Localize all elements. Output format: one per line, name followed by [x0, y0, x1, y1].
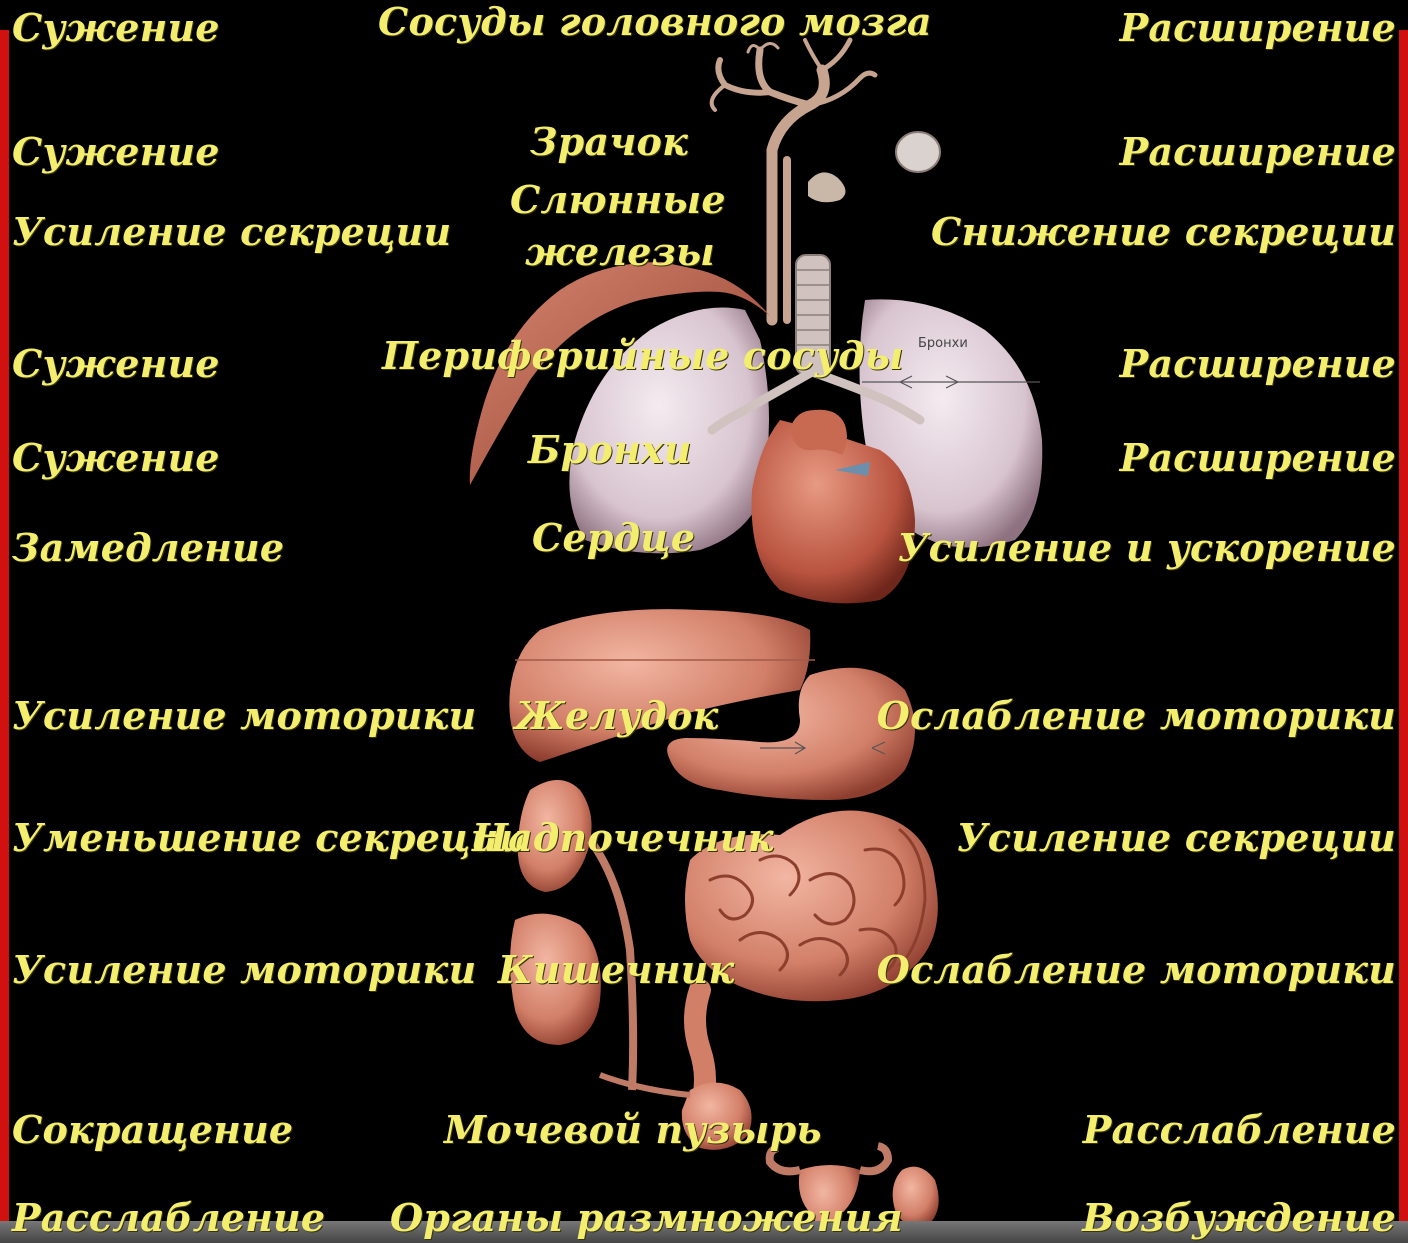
label-salivary-right: Снижение секреции — [931, 210, 1396, 254]
label-reproductive: Органы размножения — [390, 1196, 903, 1240]
label-adrenal-left: Уменьшение секреции — [12, 816, 526, 860]
label-bronchi-right: Расширение — [1120, 436, 1396, 480]
label-bladder-right: Расслабление — [1083, 1108, 1396, 1152]
label-salivary-left: Усиление секреции — [12, 210, 451, 254]
label-salivary-line1: Слюнные — [510, 178, 726, 222]
label-peripheral-right: Расширение — [1120, 342, 1396, 386]
label-peripheral-vessels: Периферийные сосуды — [382, 334, 904, 378]
label-cerebral-vessels: Сосуды головного мозга — [378, 0, 932, 44]
label-bronchi-left: Сужение — [12, 436, 220, 480]
label-salivary-line2: железы — [525, 230, 715, 274]
label-bladder: Мочевой пузырь — [444, 1108, 822, 1152]
label-cerebral-vessels-left: Сужение — [12, 6, 220, 50]
label-heart: Сердце — [532, 516, 695, 560]
label-bladder-left: Сокращение — [12, 1108, 293, 1152]
label-stomach: Желудок — [515, 694, 718, 738]
label-pupil-left: Сужение — [12, 130, 220, 174]
label-reproductive-left: Расслабление — [12, 1196, 325, 1240]
label-intestine: Кишечник — [498, 948, 734, 992]
label-intestine-right: Ослабление моторики — [877, 948, 1396, 992]
label-stomach-left: Усиление моторики — [12, 694, 476, 738]
label-pupil-right: Расширение — [1120, 130, 1396, 174]
bronchi-caption: Бронхи — [918, 336, 968, 351]
label-pupil: Зрачок — [530, 120, 688, 164]
brain-vessels — [712, 40, 875, 320]
label-heart-left: Замедление — [12, 526, 284, 570]
label-stomach-right: Ослабление моторики — [877, 694, 1396, 738]
label-cerebral-vessels-right: Расширение — [1120, 6, 1396, 50]
salivary-gland-organ — [808, 172, 846, 202]
label-adrenal-right: Усиление секреции — [957, 816, 1396, 860]
label-peripheral-left: Сужение — [12, 342, 220, 386]
label-bronchi: Бронхи — [528, 428, 692, 472]
label-heart-right: Усиление и ускорение — [898, 526, 1396, 570]
label-reproductive-right: Возбуждение — [1082, 1196, 1396, 1240]
eye-organ — [896, 132, 940, 172]
liver-organ — [509, 609, 810, 762]
label-intestine-left: Усиление моторики — [12, 948, 476, 992]
label-adrenal: Надпочечник — [472, 816, 774, 860]
